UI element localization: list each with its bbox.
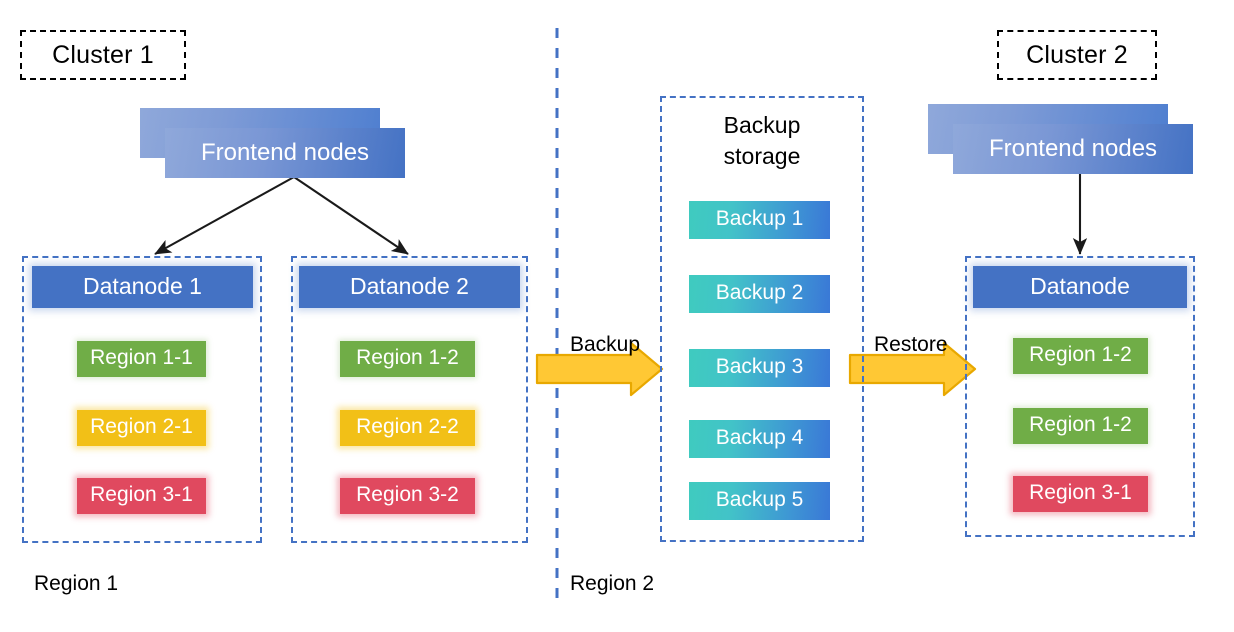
backup-chip-2[interactable]: Backup 2: [689, 275, 830, 313]
cluster-2-datanode-group: [965, 256, 1195, 537]
backup-chip-5-label: Backup 5: [715, 488, 804, 511]
cluster-2-region-chip-3[interactable]: Region 3-1: [1013, 476, 1148, 512]
cluster-2-region-chip-3-label: Region 3-1: [1029, 481, 1132, 504]
backup-chip-1-label: Backup 1: [715, 207, 804, 230]
backup-chip-4[interactable]: Backup 4: [689, 420, 830, 458]
region-chip-2-1-label: Region 2-1: [90, 415, 193, 438]
backup-storage-title-line1: Backup: [723, 112, 801, 138]
region-chip-1-1[interactable]: Region 1-1: [77, 341, 206, 377]
backup-chip-3[interactable]: Backup 3: [689, 349, 830, 387]
backup-storage-group: [660, 96, 864, 542]
cluster-2-region-chip-1-label: Region 1-2: [1029, 343, 1132, 366]
backup-storage-title: Backup storage: [660, 110, 864, 172]
backup-chip-1[interactable]: Backup 1: [689, 201, 830, 239]
region-chip-2-2[interactable]: Region 2-2: [340, 410, 475, 446]
cluster-2-region-chip-2[interactable]: Region 1-2: [1013, 408, 1148, 444]
region-2-label: Region 2: [570, 572, 654, 596]
region-chip-3-1[interactable]: Region 3-1: [77, 478, 206, 514]
connector-frontend-to-datanode2: [293, 176, 409, 255]
cluster-2-region-chip-2-label: Region 1-2: [1029, 413, 1132, 436]
cluster-1-frontend-nodes[interactable]: Frontend nodes: [140, 108, 410, 180]
region-chip-1-1-label: Region 1-1: [90, 346, 193, 369]
connector-frontend-to-datanode1: [154, 176, 295, 255]
restore-flow-label-text: Restore: [874, 333, 948, 356]
datanode-2-header[interactable]: Datanode 2: [299, 266, 520, 308]
cluster-2-frontend-label: Frontend nodes: [988, 134, 1158, 162]
datanode-2-group: [291, 256, 528, 543]
backup-storage-title-line2: storage: [723, 143, 801, 169]
cluster-2-datanode-header[interactable]: Datanode: [973, 266, 1187, 308]
frontend-nodes-front-card: Frontend nodes: [165, 128, 405, 178]
backup-chip-2-label: Backup 2: [715, 281, 804, 304]
backup-flow-label-text: Backup: [570, 333, 641, 356]
restore-flow-label: Restore: [874, 333, 948, 357]
datanode-2-title: Datanode 2: [350, 272, 469, 299]
region-chip-1-2-label: Region 1-2: [356, 346, 459, 369]
frontend-nodes-2-front-card: Frontend nodes: [953, 124, 1193, 174]
region-chip-2-1[interactable]: Region 2-1: [77, 410, 206, 446]
cluster-2-datanode-title: Datanode: [1030, 272, 1130, 299]
region-chip-3-2-label: Region 3-2: [356, 483, 459, 506]
cluster-2-frontend-nodes[interactable]: Frontend nodes: [928, 104, 1198, 176]
region-chip-2-2-label: Region 2-2: [356, 415, 459, 438]
region-chip-3-2[interactable]: Region 3-2: [340, 478, 475, 514]
region-1-label: Region 1: [34, 572, 118, 596]
cluster-2-region-chip-1[interactable]: Region 1-2: [1013, 338, 1148, 374]
region-1-label-text: Region 1: [34, 572, 119, 595]
backup-chip-4-label: Backup 4: [715, 426, 804, 449]
cluster-2-tag-label: Cluster 2: [1026, 40, 1128, 69]
backup-chip-3-label: Backup 3: [715, 355, 804, 378]
datanode-1-group: [22, 256, 262, 543]
cluster-1-tag-label: Cluster 1: [52, 40, 154, 69]
cluster-1-tag: Cluster 1: [20, 30, 186, 80]
datanode-1-header[interactable]: Datanode 1: [32, 266, 253, 308]
backup-flow-label: Backup: [570, 333, 640, 357]
region-chip-3-1-label: Region 3-1: [90, 483, 193, 506]
cluster-1-frontend-label: Frontend nodes: [200, 138, 370, 166]
region-chip-1-2[interactable]: Region 1-2: [340, 341, 475, 377]
backup-chip-5[interactable]: Backup 5: [689, 482, 830, 520]
datanode-1-title: Datanode 1: [83, 272, 202, 299]
cluster-2-tag: Cluster 2: [997, 30, 1157, 80]
region-2-label-text: Region 2: [570, 572, 655, 595]
